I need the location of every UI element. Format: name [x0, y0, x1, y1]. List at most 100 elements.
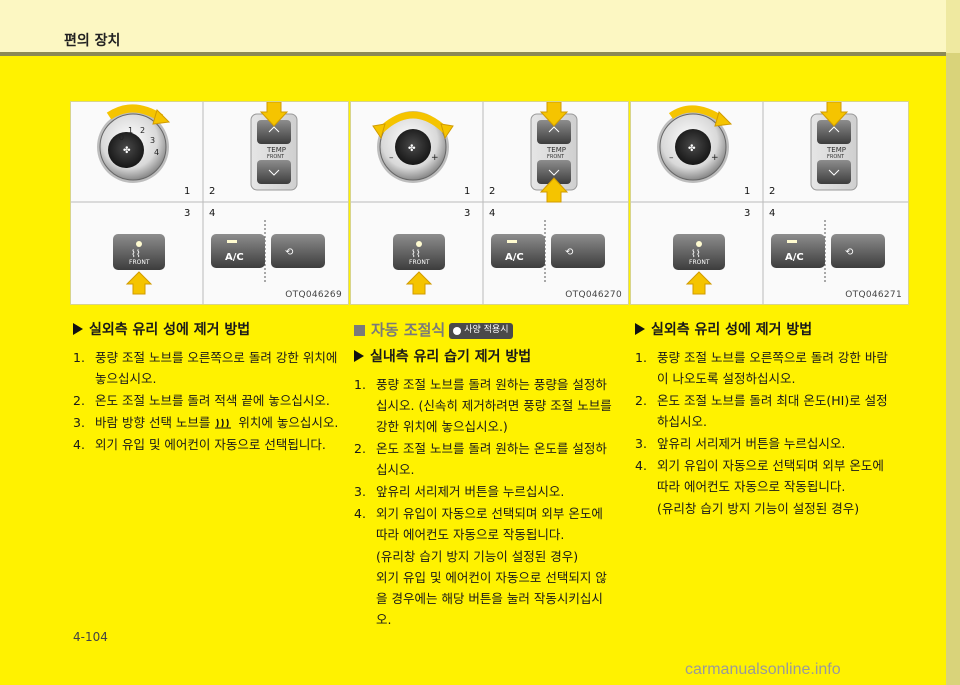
fan-speed-knob: ✤ – +: [377, 111, 449, 183]
list-item: 3.앞유리 서리제거 버튼을 누르십시오.: [635, 436, 846, 451]
list-item: 3.바람 방향 선택 노브를 위치에 놓으십시오.: [73, 415, 339, 430]
svg-text:–: –: [389, 153, 394, 163]
press-arrow-icon: [539, 102, 569, 127]
defrost-mode-icon: [215, 418, 232, 429]
header-bar: 편의 장치: [0, 0, 960, 56]
temp-control-panel: TEMP FRONT: [810, 113, 858, 191]
column-exterior-defrost-manual: 실외측 유리 성에 제거 방법 1.풍량 조절 노브를 오른쪽으로 돌려 강한 …: [73, 320, 341, 456]
instruction-list: 1.풍량 조절 노브를 오른쪽으로 돌려 강한 바람이 나오도록 설정하십시오.…: [635, 347, 897, 497]
callout-4: 4: [489, 208, 495, 219]
front-defrost-button: FRONT ⌇⌇: [113, 234, 165, 270]
temp-button-sublabel: FRONT: [267, 154, 285, 160]
callout-3: 3: [184, 208, 190, 219]
ac-button-label: A/C: [785, 252, 804, 263]
watermark: carmanualsonline.info: [685, 661, 841, 678]
callout-2: 2: [489, 186, 495, 197]
svg-text:⟲: ⟲: [565, 247, 574, 258]
callout-1: 1: [464, 186, 470, 197]
dial-label-2: 2: [140, 126, 145, 135]
temp-button-label: TEMP: [266, 146, 286, 154]
figure-auto-dial: ✤ – + TEMP FRONT 1 2 3 4 FRONT ⌇⌇: [350, 101, 629, 305]
temp-button-label: TEMP: [546, 146, 566, 154]
note-text: 외기 유입 및 에어컨이 자동으로 선택되지 않을 경우에는 해당 버튼을 눌러…: [376, 570, 607, 627]
section-title: 자동 조절식 사양 적용시: [354, 320, 616, 341]
ac-button-label: A/C: [225, 252, 244, 263]
list-item: 1.풍량 조절 노브를 오른쪽으로 돌려 강한 위치에 놓으십시오.: [73, 350, 338, 386]
press-arrow-icon: [539, 177, 569, 203]
front-label: FRONT: [689, 259, 710, 266]
figure-manual-dial: ✤ 0 1 2 3 4 TEMP FRONT 1 2 3 4 FRONT ⌇⌇: [70, 101, 349, 305]
press-arrow-icon: [819, 102, 849, 127]
figure-code: OTQ046270: [565, 290, 622, 300]
list-item: 2.온도 조절 노브를 돌려 원하는 온도를 설정하십시오.: [354, 441, 607, 477]
recirculation-button: ⟲: [831, 234, 885, 268]
list-item: 2.온도 조절 노브를 돌려 최대 온도(HI)로 설정하십시오.: [635, 393, 888, 429]
callout-3: 3: [464, 208, 470, 219]
recirculation-button: ⟲: [551, 234, 605, 268]
section-heading: 실내측 유리 습기 제거 방법: [354, 347, 616, 368]
front-label: FRONT: [409, 259, 430, 266]
callout-4: 4: [209, 208, 215, 219]
info-dot-icon: [453, 326, 462, 335]
svg-text:⌇⌇: ⌇⌇: [691, 249, 701, 260]
list-item: 4.외기 유입이 자동으로 선택되며 외부 온도에 따라 에어컨도 자동으로 작…: [354, 506, 603, 542]
front-label: FRONT: [129, 259, 150, 266]
list-item: 1.풍량 조절 노브를 오른쪽으로 돌려 강한 바람이 나오도록 설정하십시오.: [635, 350, 888, 386]
note-text: (유리창 습기 방지 기능이 설정된 경우): [376, 549, 579, 564]
list-item: 4.외기 유입 및 에어컨이 자동으로 선택됩니다.: [73, 437, 326, 452]
temp-button-label: TEMP: [826, 146, 846, 154]
svg-text:⟲: ⟲: [845, 247, 854, 258]
column-interior-defog-auto: 자동 조절식 사양 적용시 실내측 유리 습기 제거 방법 1.풍량 조절 노브…: [354, 320, 616, 630]
section-heading: 실외측 유리 성에 제거 방법: [635, 320, 897, 341]
svg-text:✤: ✤: [408, 144, 416, 154]
temp-button-sublabel: FRONT: [547, 154, 565, 160]
callout-2: 2: [769, 186, 775, 197]
svg-text:⌇⌇: ⌇⌇: [131, 249, 141, 260]
figure-code: OTQ046269: [285, 290, 342, 300]
triangle-bullet-icon: [73, 323, 83, 335]
callout-3: 3: [744, 208, 750, 219]
rotate-arrow-icon: [376, 111, 450, 135]
svg-text:⟲: ⟲: [285, 247, 294, 258]
ac-button: A/C: [491, 234, 545, 268]
ac-button: A/C: [771, 234, 825, 268]
front-defrost-button: FRONT ⌇⌇: [393, 234, 445, 270]
ac-button: A/C: [211, 234, 265, 268]
callout-4: 4: [769, 208, 775, 219]
list-item: 3.앞유리 서리제거 버튼을 누르십시오.: [354, 484, 565, 499]
header-divider: [0, 52, 960, 56]
temp-control-panel: TEMP FRONT: [250, 113, 298, 191]
list-item: 1.풍량 조절 노브를 돌려 원하는 풍량을 설정하십시오. (신속히 제거하려…: [354, 377, 612, 434]
dial-label-1: 1: [128, 126, 133, 135]
front-defrost-button: FRONT ⌇⌇: [673, 234, 725, 270]
dial-label-3: 3: [150, 136, 155, 145]
svg-text:–: –: [669, 153, 674, 163]
dial-label-4: 4: [154, 148, 159, 157]
press-arrow-icon: [259, 102, 289, 127]
section-heading: 실외측 유리 성에 제거 방법: [73, 320, 341, 341]
ac-button-label: A/C: [505, 252, 524, 263]
recirculation-button: ⟲: [271, 234, 325, 268]
page-number: 4-104: [73, 630, 108, 644]
svg-text:✤: ✤: [688, 144, 696, 154]
page-section-title: 편의 장치: [64, 33, 121, 49]
fan-speed-knob: ✤ – +: [657, 111, 729, 183]
figure-auto-dial-defrost: ✤ – + TEMP FRONT 1 2 3 4 FRONT ⌇⌇: [630, 101, 909, 305]
list-item: 4.외기 유입이 자동으로 선택되며 외부 온도에 따라 에어컨도 자동으로 작…: [635, 458, 884, 494]
triangle-bullet-icon: [354, 350, 364, 362]
option-badge: 사양 적용시: [449, 322, 513, 339]
svg-text:✤: ✤: [123, 146, 131, 156]
note-text: (유리창 습기 방지 기능이 설정된 경우): [657, 501, 860, 516]
svg-text:⌇⌇: ⌇⌇: [411, 249, 421, 260]
instruction-list: 1.풍량 조절 노브를 오른쪽으로 돌려 강한 위치에 놓으십시오. 2.온도 …: [73, 347, 341, 455]
svg-text:+: +: [431, 153, 439, 163]
callout-2: 2: [209, 186, 215, 197]
list-item: 2.온도 조절 노브를 돌려 적색 끝에 놓으십시오.: [73, 393, 330, 408]
square-bullet-icon: [354, 325, 365, 336]
figure-code: OTQ046271: [845, 290, 902, 300]
fan-speed-knob: ✤: [97, 111, 169, 183]
instruction-list: 1.풍량 조절 노브를 돌려 원하는 풍량을 설정하십시오. (신속히 제거하려…: [354, 374, 616, 545]
column-exterior-defrost-auto: 실외측 유리 성에 제거 방법 1.풍량 조절 노브를 오른쪽으로 돌려 강한 …: [635, 320, 897, 519]
temp-control-panel: TEMP FRONT: [530, 113, 578, 191]
callout-1: 1: [184, 186, 190, 197]
